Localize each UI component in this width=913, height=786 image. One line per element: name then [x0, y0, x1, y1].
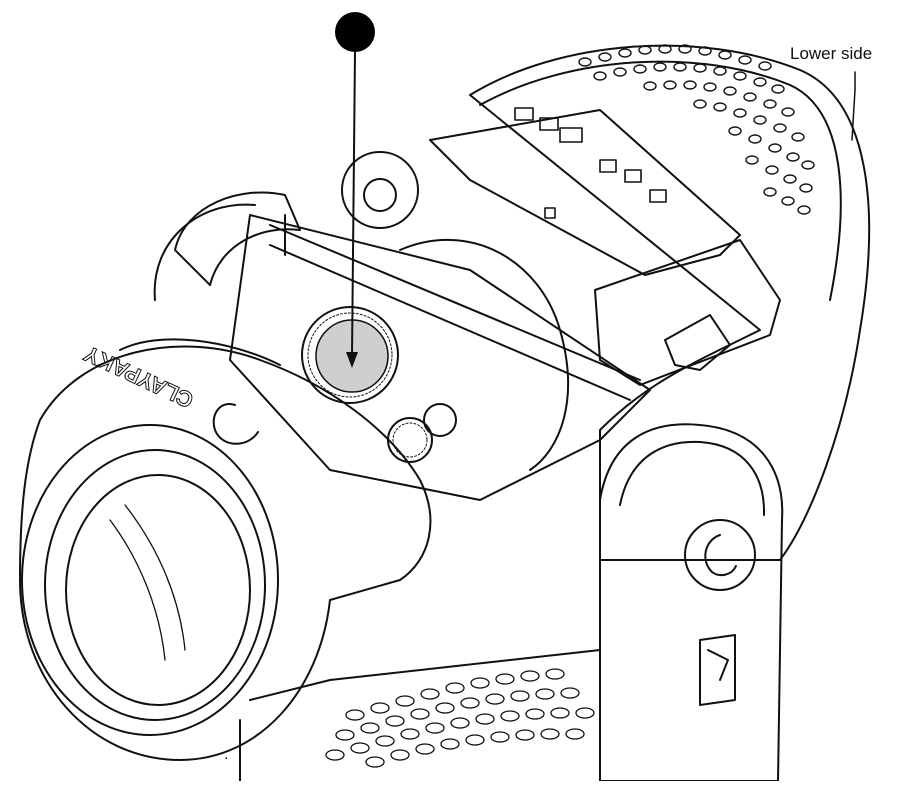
chassis-crossbar: [269, 214, 641, 401]
lower-side-leader: [851, 71, 856, 141]
front-shell-top: [119, 338, 281, 366]
front-shell: [19, 345, 432, 761]
secondary-gear-teeth: [392, 422, 428, 458]
vent-holes-rear: [578, 44, 815, 215]
main-gear-teeth: [307, 312, 393, 398]
left-disc-edge: [153, 203, 256, 301]
connector-plug: [664, 314, 731, 371]
yoke-slot: [699, 634, 736, 706]
brand-logo-ring: [212, 403, 259, 445]
small-gear: [423, 403, 457, 437]
lens-outer-ring: [21, 424, 279, 736]
callout-arrowhead: [346, 352, 358, 368]
base-edge: [239, 649, 601, 782]
power-block: [594, 239, 781, 386]
electronics-board: [429, 109, 741, 276]
rear-shell: [469, 44, 871, 561]
base-vent-grid: [325, 668, 595, 768]
chassis-frame: [229, 214, 651, 501]
rear-shell-rim: [479, 60, 842, 301]
lens-glass: [65, 474, 251, 706]
lens-mid-ring: [44, 449, 266, 721]
callout-pointer-line: [351, 51, 356, 356]
color-wheel: [399, 239, 569, 471]
yoke-arm-inner: [619, 440, 766, 516]
lens-reflection: [109, 504, 186, 661]
yoke-lock: [707, 649, 729, 681]
callout-label-lower-side: Lower side: [790, 44, 873, 63]
yoke-knob: [684, 519, 756, 591]
stray-mark: .: [224, 746, 229, 763]
blower-fan: [341, 151, 419, 229]
left-tilt-disc: [174, 191, 301, 286]
blower-hub: [363, 178, 397, 212]
yoke-logo: [704, 534, 737, 577]
main-gear: [301, 306, 399, 404]
yoke-arm: [599, 423, 784, 782]
callout-marker: [335, 12, 375, 52]
board-connectors: [514, 107, 667, 219]
